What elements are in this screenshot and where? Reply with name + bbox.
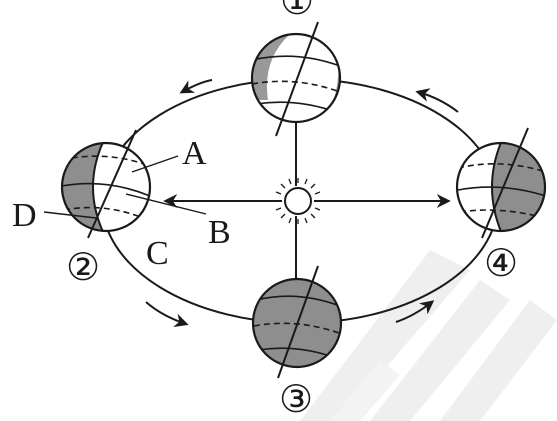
orbit-direction-arrow-icon (179, 79, 213, 94)
label-c: C (146, 235, 169, 272)
position-label-top: ① (280, 0, 314, 23)
orbit-direction-arrow-icon (395, 300, 435, 323)
label-d: D (12, 197, 37, 234)
label-a: A (182, 135, 207, 172)
position-label-left: ② (66, 247, 100, 289)
leader-line-d (43, 211, 97, 219)
position-label-right: ④ (484, 243, 518, 285)
sun-icon (275, 178, 321, 224)
earth-position-left (60, 129, 152, 239)
earth-position-top (250, 21, 342, 137)
label-b: B (208, 214, 231, 251)
leader-line-b (125, 193, 207, 215)
watermark (300, 250, 557, 421)
position-label-bottom: ③ (279, 379, 313, 421)
orbit-direction-arrow-icon (145, 301, 189, 328)
earth-position-right (455, 127, 547, 239)
orbit-direction-arrow-icon (415, 88, 459, 113)
leader-line-a (131, 155, 179, 173)
earth-position-bottom (251, 265, 343, 379)
